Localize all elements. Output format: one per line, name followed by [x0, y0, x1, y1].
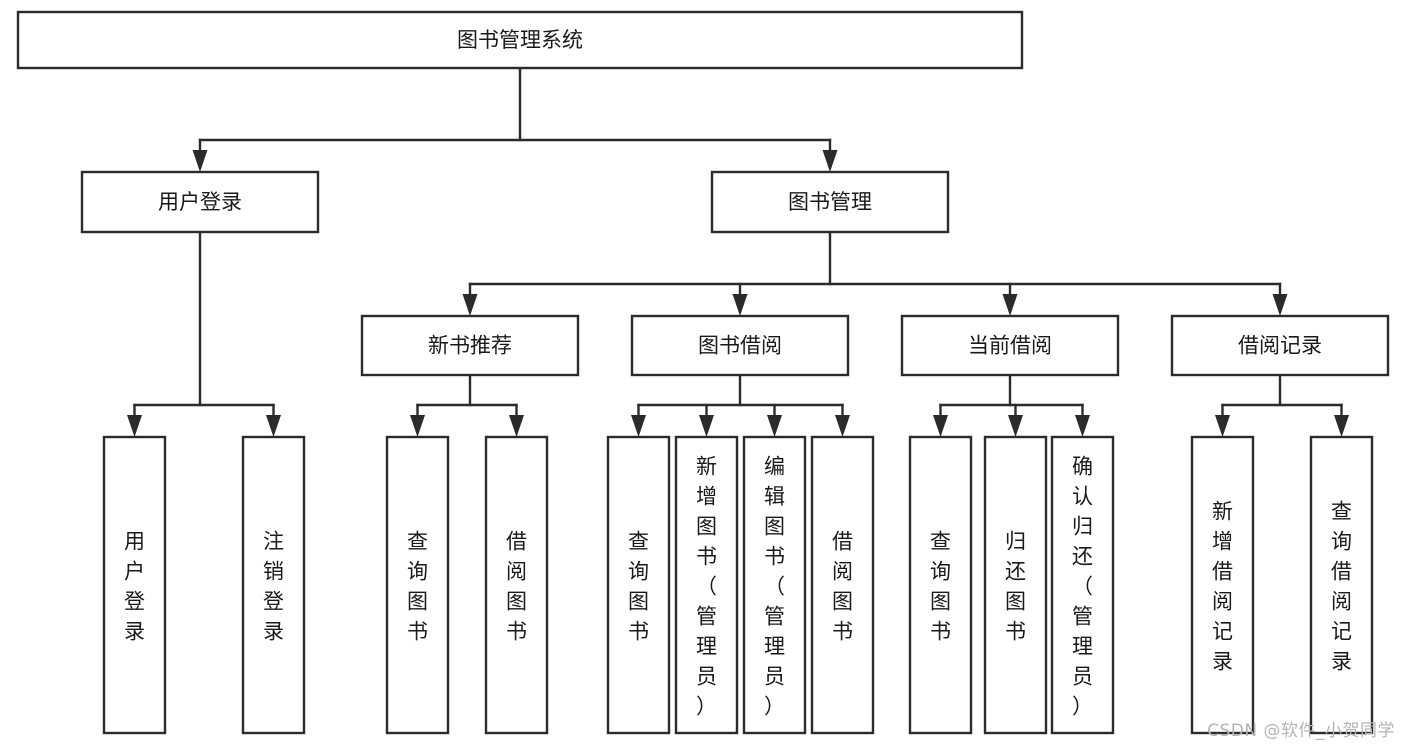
node-leaf-add-borrow-record[interactable]: 新增借阅记录	[1190, 435, 1255, 735]
node-label: 借阅图书	[506, 529, 527, 643]
edge-arrowhead	[1334, 415, 1349, 437]
node-label: 查询借阅记录	[1331, 499, 1352, 673]
node-box[interactable]	[1050, 435, 1115, 735]
node-borrow-records[interactable]: 借阅记录	[1170, 314, 1390, 377]
node-box[interactable]	[674, 435, 739, 735]
edge-arrowhead	[1272, 294, 1288, 316]
node-box[interactable]	[983, 435, 1048, 735]
node-label: 查询图书	[407, 529, 428, 643]
node-book-management[interactable]: 图书管理	[710, 170, 950, 234]
edge-arrowhead	[835, 415, 850, 437]
node-leaf-query-book-1[interactable]: 查询图书	[385, 435, 450, 735]
edge-arrowhead	[509, 415, 524, 437]
node-leaf-add-book-admin[interactable]: 新增图书（管理员）	[674, 435, 739, 735]
edge-arrowhead	[631, 415, 646, 437]
node-leaf-edit-book-admin[interactable]: 编辑图书（管理员）	[742, 435, 807, 735]
node-box[interactable]	[810, 435, 875, 735]
node-user-login[interactable]: 用户登录	[80, 170, 320, 234]
edge-arrowhead	[1002, 294, 1018, 316]
node-box[interactable]	[80, 170, 320, 234]
node-label: 注销登录	[263, 529, 284, 643]
edge-arrowhead	[1075, 415, 1090, 437]
edge-arrowhead	[266, 415, 281, 437]
edge-arrowhead	[410, 415, 425, 437]
node-book-borrow[interactable]: 图书借阅	[630, 314, 850, 377]
node-root[interactable]: 图书管理系统	[16, 10, 1024, 70]
node-label: 用户登录	[158, 190, 242, 214]
node-leaf-query-borrow-record[interactable]: 查询借阅记录	[1309, 435, 1374, 735]
edges-layer	[127, 66, 1349, 437]
node-new-book-recommend[interactable]: 新书推荐	[360, 314, 580, 377]
node-box[interactable]	[484, 435, 549, 735]
node-label: 归还图书	[1005, 529, 1026, 643]
node-box[interactable]	[241, 435, 306, 735]
node-label: 查询图书	[930, 529, 951, 643]
node-box[interactable]	[606, 435, 671, 735]
node-label: 借阅图书	[832, 529, 853, 643]
edge-arrowhead	[933, 415, 948, 437]
node-label: 编辑图书（管理员）	[764, 454, 785, 718]
node-current-borrow[interactable]: 当前借阅	[900, 314, 1120, 377]
node-label: 新书推荐	[428, 334, 512, 358]
node-box[interactable]	[102, 435, 167, 735]
node-label: 图书管理系统	[457, 28, 583, 52]
node-label: 用户登录	[124, 529, 145, 643]
nodes-layer: 图书管理系统用户登录图书管理新书推荐图书借阅当前借阅借阅记录用户登录注销登录查询…	[16, 10, 1390, 735]
edge-arrowhead	[822, 150, 838, 172]
node-box[interactable]	[360, 314, 580, 377]
node-box[interactable]	[908, 435, 973, 735]
node-box[interactable]	[1190, 435, 1255, 735]
node-leaf-confirm-return-admin[interactable]: 确认归还（管理员）	[1050, 435, 1115, 735]
edge-arrowhead	[699, 415, 714, 437]
edge-arrowhead	[462, 294, 478, 316]
node-box[interactable]	[16, 10, 1024, 70]
node-box[interactable]	[710, 170, 950, 234]
node-label: 当前借阅	[968, 334, 1052, 358]
node-label: 新增借阅记录	[1212, 499, 1233, 673]
edge-arrowhead	[732, 294, 748, 316]
edge-arrowhead	[1215, 415, 1230, 437]
node-leaf-query-book-3[interactable]: 查询图书	[908, 435, 973, 735]
node-box[interactable]	[1309, 435, 1374, 735]
node-leaf-borrow-book-1[interactable]: 借阅图书	[484, 435, 549, 735]
node-leaf-query-book-2[interactable]: 查询图书	[606, 435, 671, 735]
node-box[interactable]	[900, 314, 1120, 377]
node-label: 借阅记录	[1238, 334, 1322, 358]
edge-arrowhead	[127, 415, 142, 437]
node-label: 新增图书（管理员）	[696, 454, 717, 718]
node-leaf-return-book[interactable]: 归还图书	[983, 435, 1048, 735]
node-box[interactable]	[385, 435, 450, 735]
node-label: 查询图书	[628, 529, 649, 643]
node-box[interactable]	[630, 314, 850, 377]
edge-arrowhead	[192, 150, 208, 172]
node-label: 图书管理	[788, 190, 872, 214]
node-leaf-user-login[interactable]: 用户登录	[102, 435, 167, 735]
edge-arrowhead	[767, 415, 782, 437]
edge-arrowhead	[1008, 415, 1023, 437]
node-label: 确认归还（管理员）	[1072, 454, 1093, 718]
node-leaf-borrow-book-2[interactable]: 借阅图书	[810, 435, 875, 735]
node-box[interactable]	[742, 435, 807, 735]
node-leaf-logout[interactable]: 注销登录	[241, 435, 306, 735]
node-box[interactable]	[1170, 314, 1390, 377]
node-label: 图书借阅	[698, 334, 782, 358]
